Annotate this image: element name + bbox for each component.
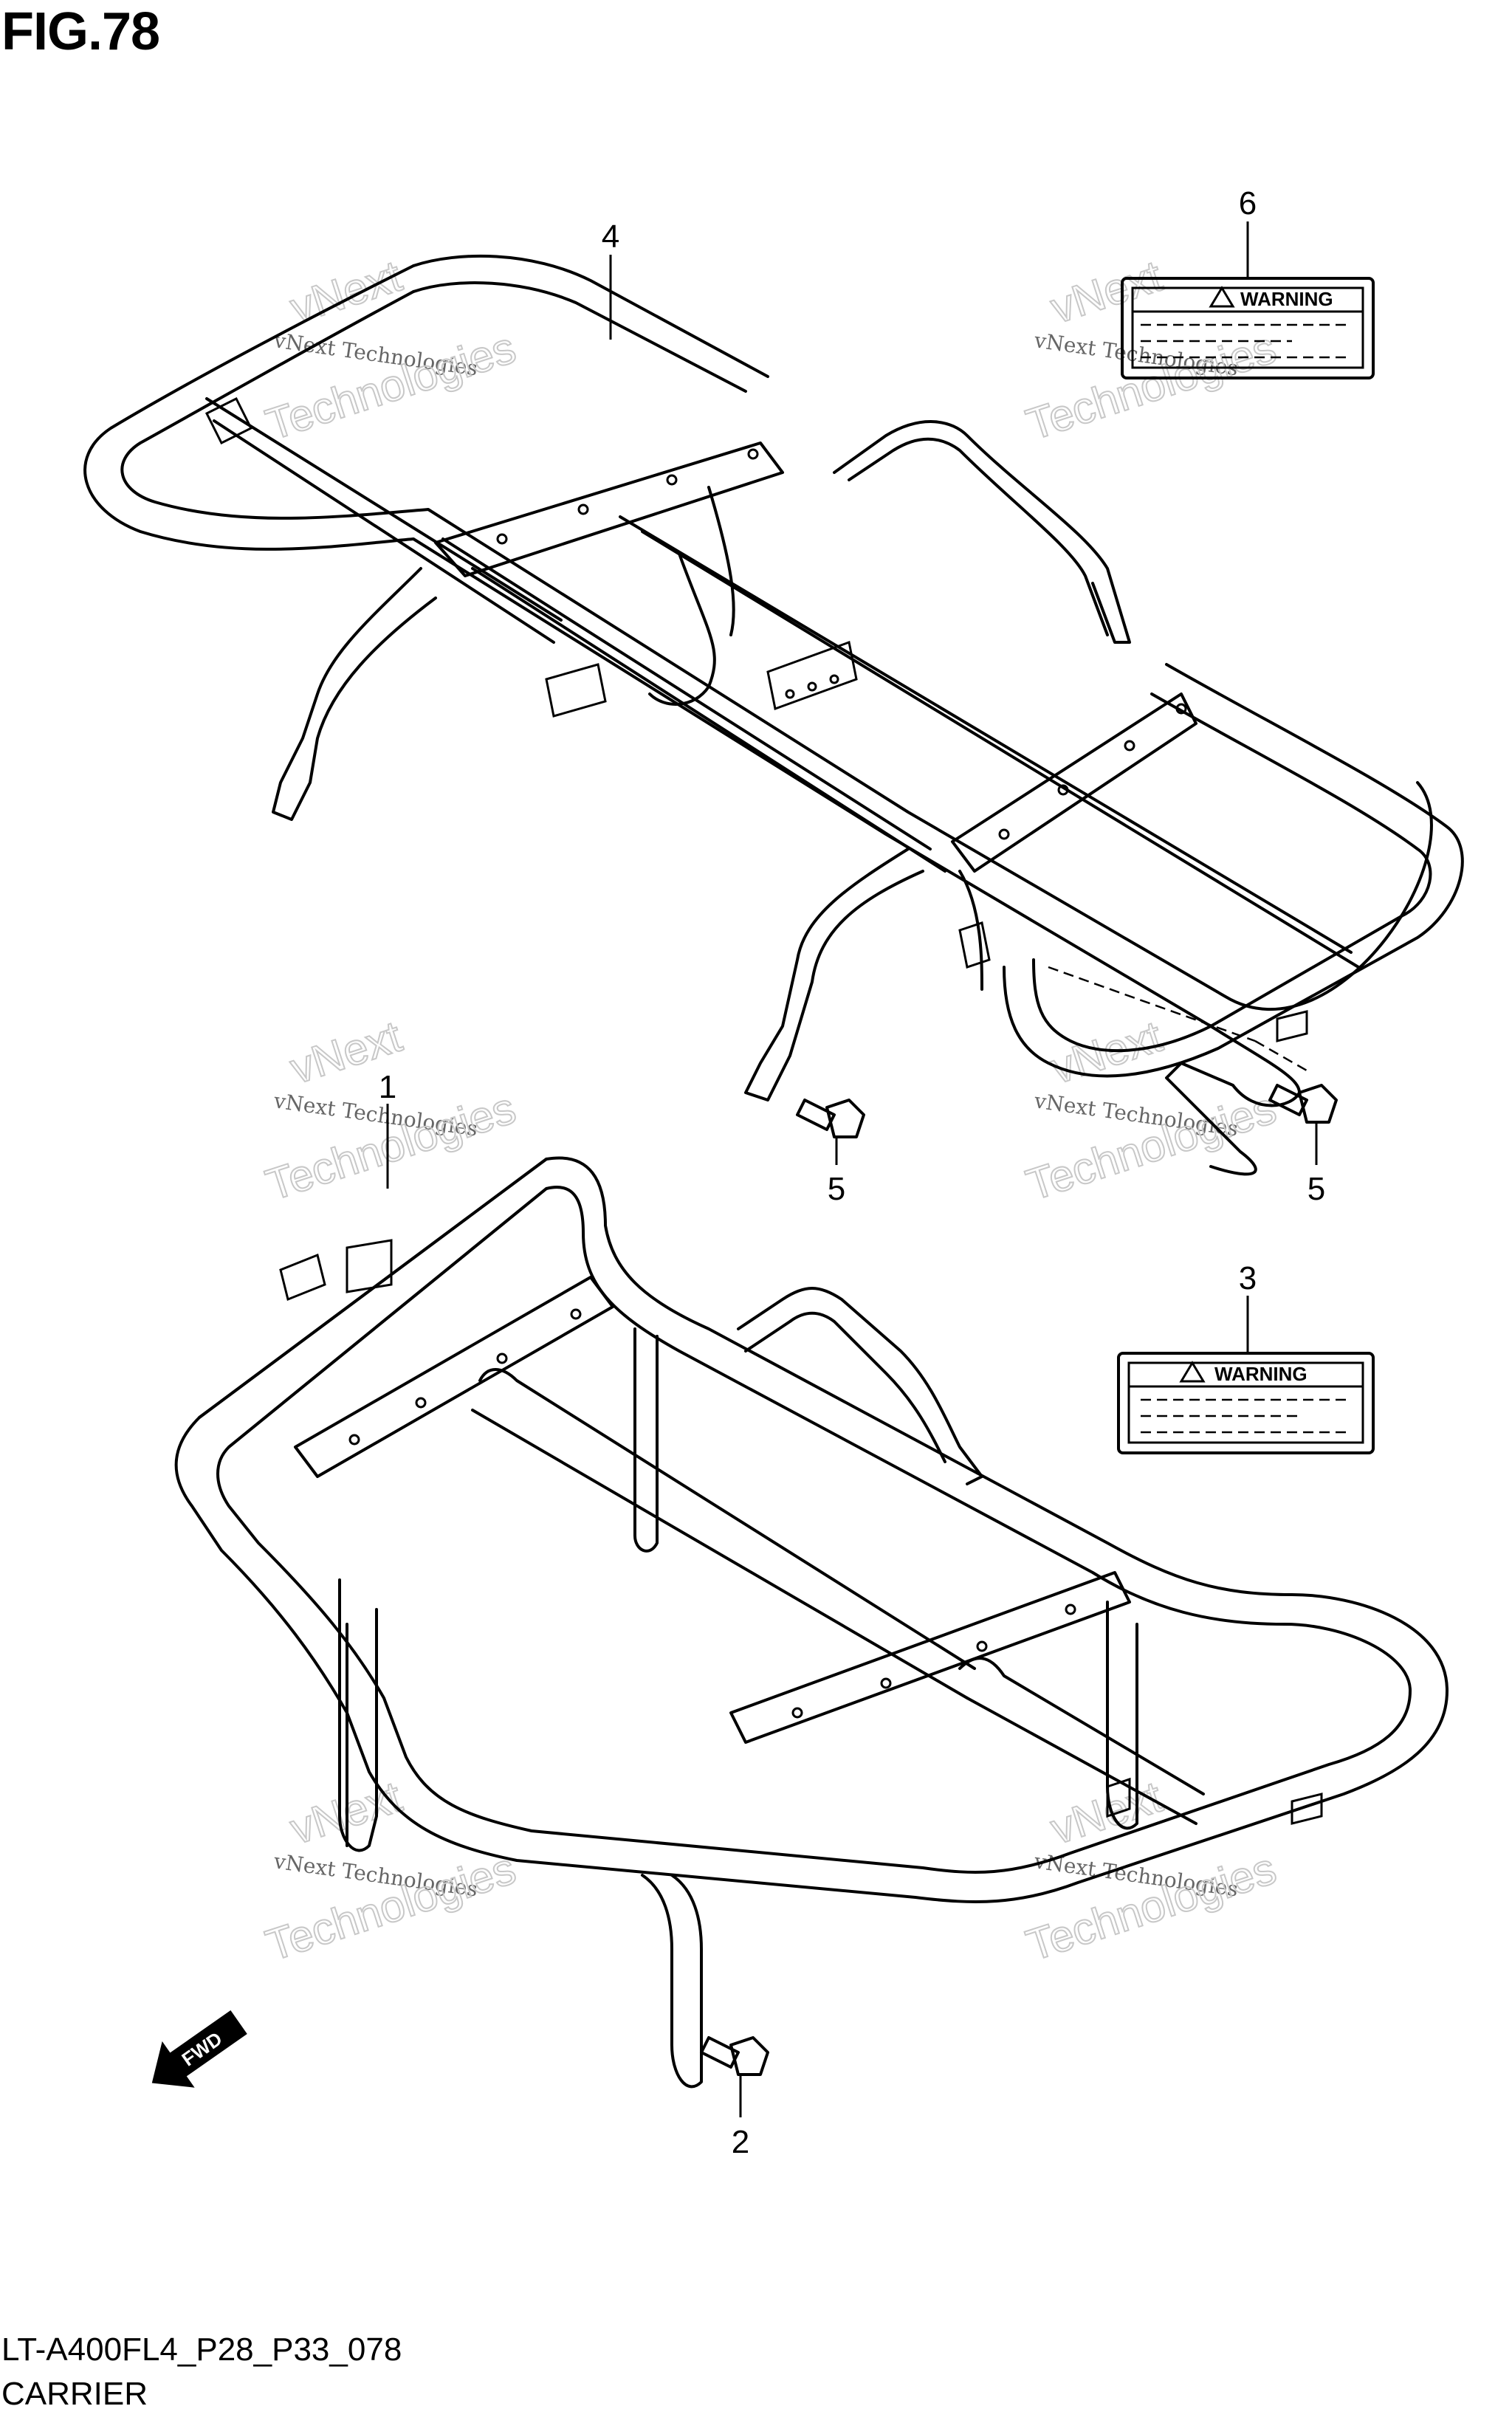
model-code: LT-A400FL4_P28_P33_078 xyxy=(1,2331,402,2368)
watermark-mid-left: vNext Technologies vNext Technologies xyxy=(259,1011,522,1211)
watermark-bottom-right: vNext Technologies vNext Technologies xyxy=(1020,1771,1282,1971)
callout-1: 1 xyxy=(379,1069,396,1189)
warning-triangle-icon xyxy=(1209,286,1235,308)
rear-carrier-part-4 xyxy=(83,254,1464,1176)
callout-5a-number: 5 xyxy=(828,1171,845,1207)
watermark-top-right: vNext Technologies vNext Technologies xyxy=(1020,250,1282,450)
callout-4: 4 xyxy=(602,219,619,340)
callout-6-number: 6 xyxy=(1239,185,1257,221)
watermark-top-left: vNext Technologies vNext Technologies xyxy=(259,250,522,450)
callout-5-left: 5 xyxy=(828,1137,845,1207)
callout-5b-number: 5 xyxy=(1307,1171,1325,1207)
bolt-5-left xyxy=(796,1099,865,1138)
bolt-5-right xyxy=(1268,1084,1338,1124)
watermark-mid-right: vNext Technologies vNext Technologies xyxy=(1020,1011,1282,1211)
watermark-group: vNext Technologies vNext Technologies vN… xyxy=(259,250,1282,1971)
callout-1-number: 1 xyxy=(379,1069,396,1105)
callout-4-number: 4 xyxy=(602,219,619,255)
warning-label-3-text: WARNING xyxy=(1214,1363,1307,1385)
fwd-arrow-icon: FWD xyxy=(151,2010,247,2088)
callout-6: 6 xyxy=(1239,185,1257,278)
callout-2: 2 xyxy=(732,2075,749,2160)
warning-label-6: WARNING xyxy=(1121,277,1375,379)
warning-label-6-text: WARNING xyxy=(1240,288,1333,310)
warning-label-3: WARNING xyxy=(1117,1352,1375,1454)
warning-triangle-icon xyxy=(1179,1361,1206,1383)
figure-title: FIG.78 xyxy=(1,2,160,61)
watermark-line2: vNext xyxy=(1045,251,1168,333)
callout-3: 3 xyxy=(1239,1260,1257,1353)
callout-5-right: 5 xyxy=(1307,1122,1325,1207)
callout-3-number: 3 xyxy=(1239,1260,1257,1296)
front-carrier-part-1 xyxy=(174,1156,1449,2089)
section-name: CARRIER xyxy=(1,2376,148,2412)
bolt-2 xyxy=(700,2036,769,2076)
callout-2-number: 2 xyxy=(732,2124,749,2160)
watermark-line2: vNext xyxy=(1045,1011,1168,1093)
